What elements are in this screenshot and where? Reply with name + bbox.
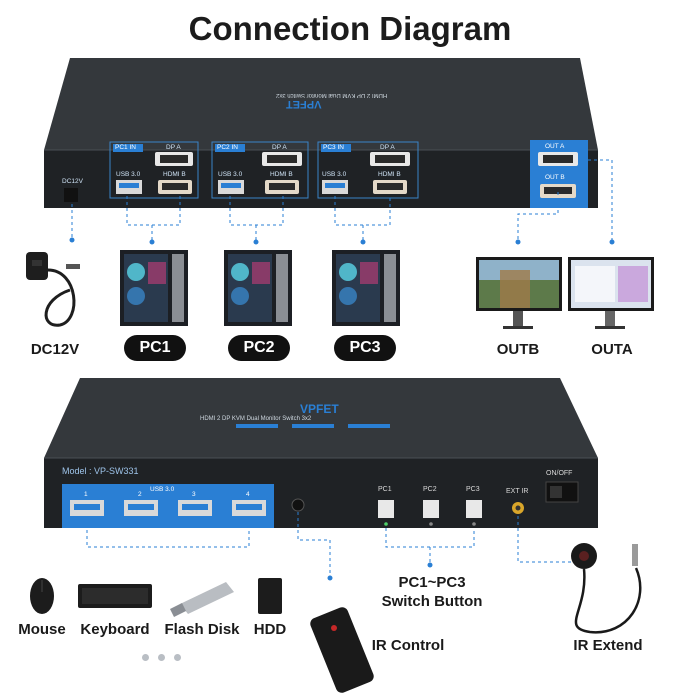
mouse-image bbox=[30, 578, 54, 614]
pc2-hdmi-label: HDMI B bbox=[270, 171, 293, 178]
top-power-port-label: DC12V bbox=[62, 178, 83, 185]
onoff-label: ON/OFF bbox=[546, 470, 573, 477]
flash-disk-label: Flash Disk bbox=[164, 621, 240, 638]
usb-hub-label: USB 3.0 bbox=[150, 486, 175, 493]
bottom-kvm-device bbox=[44, 378, 598, 528]
top-connectors bbox=[71, 159, 613, 242]
pc2-in-label: PC2 IN bbox=[217, 144, 238, 151]
carousel-dots[interactable] bbox=[142, 648, 190, 666]
pc2-usb-label: USB 3.0 bbox=[218, 171, 243, 178]
usb-port-1-number: 1 bbox=[84, 491, 88, 498]
ext-ir-label: EXT IR bbox=[506, 488, 529, 495]
pc1-usb-label: USB 3.0 bbox=[116, 171, 141, 178]
mouse-label: Mouse bbox=[18, 621, 66, 638]
dc12v-label: DC12V bbox=[30, 341, 80, 358]
pc1-in-label: PC1 IN bbox=[115, 144, 136, 151]
power-adapter bbox=[26, 252, 80, 327]
carousel-dot-3[interactable] bbox=[174, 654, 181, 661]
pc-tower-2 bbox=[224, 250, 292, 326]
pc3-pill: PC3 bbox=[334, 335, 396, 361]
out-b-port-label: OUT B bbox=[545, 174, 565, 181]
ir-control-label: IR Control bbox=[371, 637, 445, 654]
keyboard-image bbox=[78, 584, 152, 608]
pc3-hdmi-label: HDMI B bbox=[378, 171, 401, 178]
pc1-dp-label: DP A bbox=[166, 144, 181, 151]
switch-button-label-line1: PC1~PC3 bbox=[398, 574, 466, 591]
pc1-button-label: PC1 bbox=[378, 486, 392, 493]
carousel-dot-2[interactable] bbox=[158, 654, 165, 661]
carousel-dot-1[interactable] bbox=[142, 654, 149, 661]
pc1-hdmi-label: HDMI B bbox=[163, 171, 186, 178]
keyboard-label: Keyboard bbox=[80, 621, 150, 638]
pc3-in-label: PC3 IN bbox=[323, 144, 344, 151]
outb-label: OUTB bbox=[496, 341, 540, 358]
top-brand: VPFET bbox=[286, 98, 322, 110]
usb-port-4-number: 4 bbox=[246, 491, 250, 498]
pc-tower-1 bbox=[120, 250, 188, 326]
model-number: Model : VP-SW331 bbox=[62, 466, 139, 476]
ir-remote-image bbox=[310, 607, 374, 693]
ir-extend-image bbox=[571, 543, 642, 634]
pc2-pill: PC2 bbox=[228, 335, 290, 361]
usb-port-3-number: 3 bbox=[192, 491, 196, 498]
top-kvm-device bbox=[44, 58, 598, 208]
pc3-usb-label: USB 3.0 bbox=[322, 171, 347, 178]
pc3-button-label: PC3 bbox=[466, 486, 480, 493]
ir-extend-label: IR Extend bbox=[573, 637, 643, 654]
page-title: Connection Diagram bbox=[188, 10, 512, 47]
hdd-image bbox=[258, 578, 282, 614]
switch-button-label-line2: Switch Button bbox=[381, 593, 483, 610]
pc2-dp-label: DP A bbox=[272, 144, 287, 151]
pc1-pill: PC1 bbox=[124, 335, 186, 361]
bottom-connectors bbox=[86, 512, 574, 578]
hdd-label: HDD bbox=[253, 621, 287, 638]
outa-label: OUTA bbox=[591, 341, 633, 358]
monitor-outa bbox=[568, 257, 654, 329]
pc-tower-3 bbox=[332, 250, 400, 326]
pc3-dp-label: DP A bbox=[380, 144, 395, 151]
bottom-brand: VPFET bbox=[300, 402, 339, 416]
monitor-outb bbox=[476, 257, 562, 329]
out-a-port-label: OUT A bbox=[545, 143, 565, 150]
bottom-model-line: HDMI 2 DP KVM Dual Monitor Switch 3x2 bbox=[200, 416, 312, 422]
pc2-button-label: PC2 bbox=[423, 486, 437, 493]
usb-port-2-number: 2 bbox=[138, 491, 142, 498]
flash-disk-image bbox=[170, 582, 234, 617]
